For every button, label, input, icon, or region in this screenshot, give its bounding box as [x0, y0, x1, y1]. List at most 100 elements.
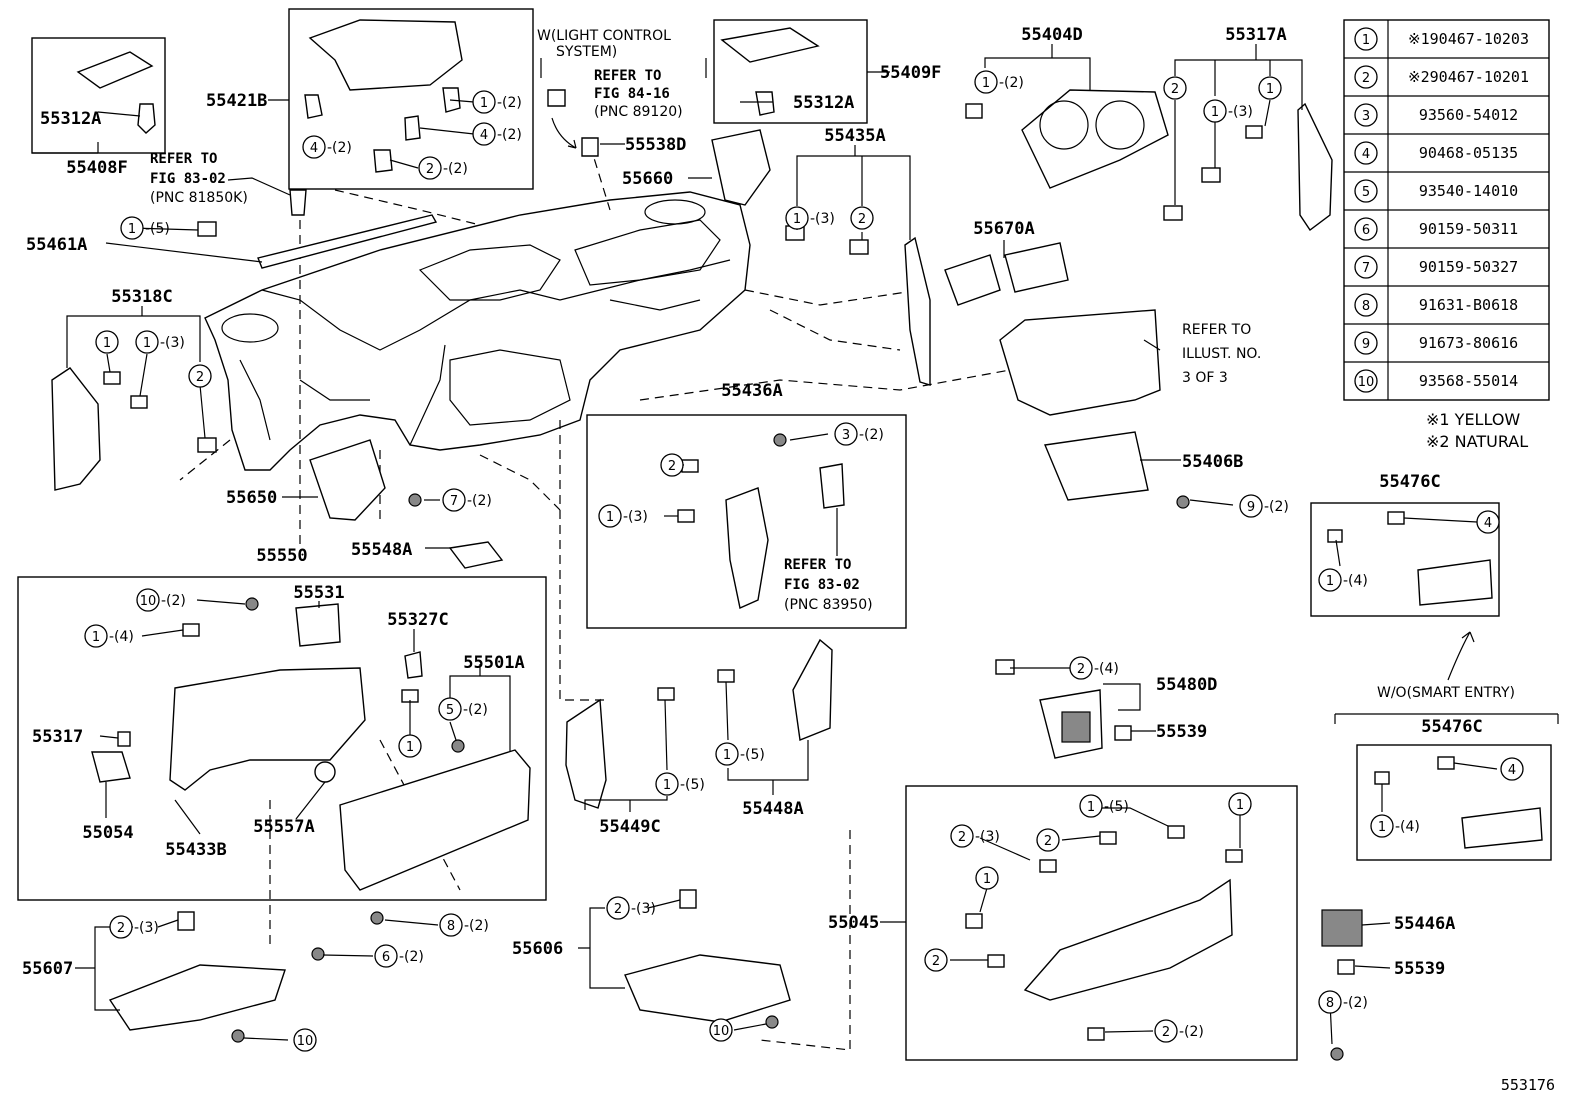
clip-icon — [849, 239, 869, 255]
bulb-icon — [547, 89, 566, 107]
callout-circle — [84, 624, 108, 648]
callout-number: 1 — [103, 336, 111, 351]
row-number: 2 — [1362, 71, 1370, 86]
callout-circle — [715, 742, 739, 766]
part-label-55312a-b: 55312A — [793, 93, 854, 113]
parts-table-row: 2 ※290467-10201 — [1344, 57, 1549, 89]
callout-6: 2 — [1163, 76, 1187, 100]
callout-circle — [1239, 494, 1263, 518]
clip-icon — [1327, 529, 1343, 543]
part-label-55660: 55660 — [622, 169, 673, 189]
row-number-circle — [1354, 255, 1378, 279]
callout-number: 10 — [140, 594, 157, 609]
part-label-55550: 55550 — [256, 546, 307, 566]
part-label-55538d: 55538D — [625, 135, 686, 155]
callout-circle — [398, 734, 422, 758]
part-label-55539-b: 55539 — [1394, 959, 1445, 979]
row-number: 8 — [1362, 299, 1370, 314]
clip-icon — [1225, 849, 1243, 863]
callout-21: 1-(4) — [1318, 568, 1368, 592]
callout-number: 1 — [723, 748, 731, 763]
callout-quantity: -(4) — [109, 629, 134, 645]
callout-12: 1 — [95, 330, 119, 354]
callout-circle — [120, 216, 144, 240]
row-number: 9 — [1362, 337, 1370, 352]
callout-34: 2 — [1036, 828, 1060, 852]
callout-number: 2 — [668, 459, 676, 474]
clip-icon — [130, 395, 148, 409]
part-shape-55607 — [108, 964, 286, 1031]
part-label-55670a: 55670A — [973, 219, 1034, 239]
callout-quantity: -(2) — [443, 161, 468, 177]
row-number-circle — [1354, 65, 1378, 89]
clip-icon — [1201, 167, 1221, 183]
clip-icon — [965, 103, 983, 119]
callout-number: 1 — [1378, 820, 1386, 835]
callout-number: 9 — [1247, 500, 1255, 515]
callout-31: 1-(5) — [1079, 794, 1129, 818]
light-control-line2: SYSTEM) — [556, 44, 617, 60]
screw-icon — [765, 1015, 779, 1029]
callout-quantity: -(2) — [859, 427, 884, 443]
callout-quantity: -(2) — [463, 702, 488, 718]
callout-quantity: -(2) — [399, 949, 424, 965]
connector-icon — [819, 463, 845, 509]
row-part-number: 91631-B0618 — [1419, 296, 1518, 314]
row-part-number: ※290467-10201 — [1408, 68, 1529, 86]
callout-quantity: -(3) — [810, 211, 835, 227]
callout-number: 2 — [932, 954, 940, 969]
part-label-55476c-b: 55476C — [1421, 717, 1482, 737]
callout-number: 2 — [858, 212, 866, 227]
callout-circle — [709, 1018, 733, 1042]
callout-circle — [472, 90, 496, 114]
group-box-55476c-upper — [1310, 502, 1500, 617]
part-shape-55650 — [309, 439, 386, 521]
callout-quantity: -(2) — [1343, 995, 1368, 1011]
clip-icon — [1163, 205, 1183, 221]
center-cluster-housing — [999, 309, 1161, 416]
part-shape-55449c — [565, 698, 607, 809]
part-label-55317: 55317 — [32, 727, 83, 747]
callout-17: 1-(3) — [598, 504, 648, 528]
part-shape-55539-b — [1337, 959, 1355, 975]
callout-number: 10 — [297, 1034, 314, 1049]
callout-13: 1-(3) — [135, 330, 185, 354]
row-part-number: ※190467-10203 — [1408, 30, 1529, 48]
callout-quantity: -(2) — [999, 75, 1024, 91]
part-label-55446a: 55446A — [1394, 914, 1455, 934]
wo-smart-entry-label: W/O(SMART ENTRY) — [1377, 685, 1515, 701]
callout-32: 1 — [1228, 792, 1252, 816]
part-shape-55312a-b — [755, 91, 775, 116]
switch-array-icon — [1061, 711, 1091, 743]
callout-circle — [442, 488, 466, 512]
callout-quantity: -(3) — [160, 335, 185, 351]
part-label-55433b: 55433B — [165, 840, 226, 860]
callout-35: 1 — [975, 866, 999, 890]
row-number-circle — [1354, 293, 1378, 317]
callout-number: 2 — [1171, 82, 1179, 97]
callout-number: 1 — [1087, 800, 1095, 815]
callout-circle — [1228, 792, 1252, 816]
callout-number: 2 — [614, 902, 622, 917]
part-label-55531: 55531 — [293, 583, 344, 603]
callout-quantity: -(5) — [740, 747, 765, 763]
callout-circle — [598, 504, 622, 528]
sensor-icon — [289, 189, 307, 216]
callout-18: 7-(2) — [442, 488, 492, 512]
screw-icon — [773, 433, 787, 447]
group-box-55436a — [586, 414, 907, 629]
part-shape-55433b — [169, 667, 366, 791]
part-label-55312a: 55312A — [40, 109, 101, 129]
clip-icon — [404, 115, 421, 141]
part-label-55317a: 55317A — [1225, 25, 1286, 45]
screw-icon — [1330, 1047, 1344, 1061]
part-label-55436a: 55436A — [721, 381, 782, 401]
callout-5: 1-(2) — [974, 70, 1024, 94]
callout-24: 5-(2) — [438, 697, 488, 721]
callout-circle — [655, 772, 679, 796]
part-shape-55476c-upper — [1417, 559, 1493, 606]
